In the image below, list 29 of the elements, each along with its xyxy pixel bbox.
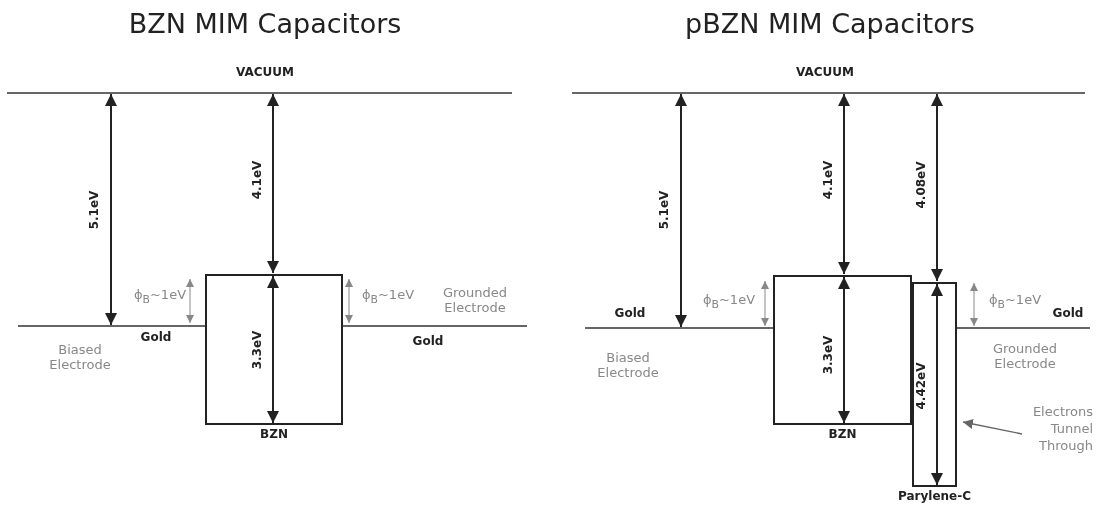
energy-value: 3.3eV (822, 335, 836, 375)
energy-value: 4.42eV (915, 362, 929, 410)
energy-value: 4.1eV (251, 160, 265, 200)
energy-value: 5.1eV (88, 190, 102, 230)
material-label: Gold (412, 335, 444, 349)
energy-value: 4.08eV (915, 161, 929, 209)
leader-arrow (962, 419, 1023, 435)
annotation-text: ϕ$_{B}$~1eV (702, 293, 756, 311)
annotation-text: Electrons Tunnel Through (1020, 404, 1093, 455)
annotation-text: ϕ$_{B}$~1eV (133, 288, 187, 306)
annotation-text: ϕ$_{B}$~1eV (988, 293, 1042, 311)
material-label: BZN (260, 427, 288, 441)
annotation-text: ϕ$_{B}$~1eV (361, 288, 415, 306)
material-label: Gold (140, 331, 172, 345)
material-label: BZN (828, 427, 857, 441)
panel-title: pBZN MIM Capacitors (685, 8, 975, 40)
annotation-text: Biased Electrode (596, 351, 660, 381)
annotation-text: Grounded Electrode (441, 286, 509, 316)
panel-title: BZN MIM Capacitors (128, 8, 402, 40)
material-label: Gold (1052, 307, 1084, 321)
material-label: VACUUM (796, 66, 854, 80)
annotation-text: Biased Electrode (48, 343, 112, 373)
material-label: VACUUM (236, 66, 294, 80)
material-label: Gold (614, 307, 646, 321)
annotation-text: Grounded Electrode (991, 342, 1059, 372)
energy-value: 3.3eV (251, 330, 265, 370)
material-label: Parylene-C (898, 489, 971, 503)
energy-value: 4.1eV (822, 160, 836, 200)
energy-value: 5.1eV (658, 190, 672, 230)
